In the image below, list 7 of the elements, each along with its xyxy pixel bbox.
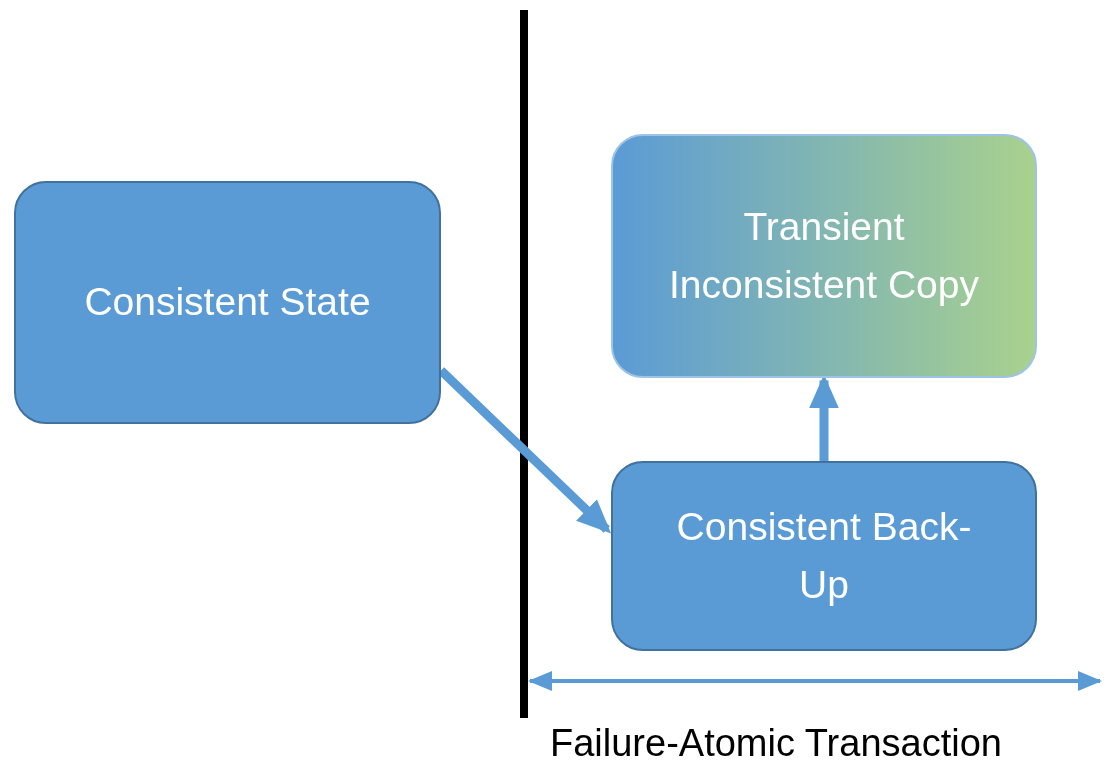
node-label: Consistent Back-Up xyxy=(675,503,973,608)
state-box xyxy=(611,461,1037,651)
gradient-state-box xyxy=(611,134,1037,378)
span-label: Failure-Atomic Transaction xyxy=(550,722,1002,765)
node-label: Consistent State xyxy=(84,279,371,326)
node-label: Transient Inconsistent Copy xyxy=(668,203,980,308)
state-box xyxy=(14,181,441,424)
